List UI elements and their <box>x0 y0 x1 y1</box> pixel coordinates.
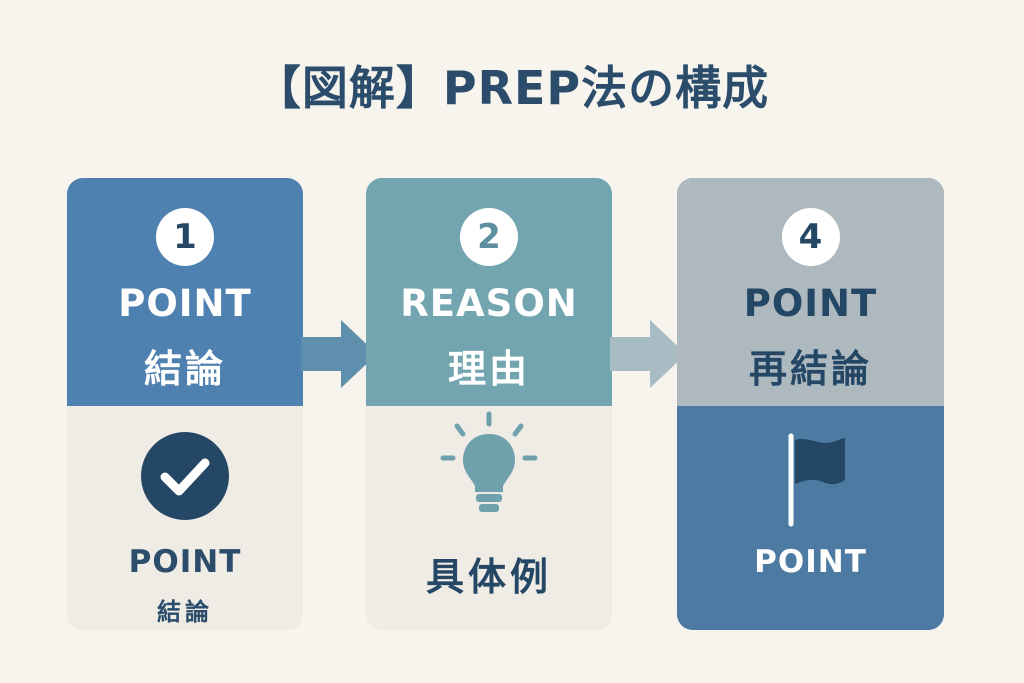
card-point-jp-label: 結論 <box>143 347 226 391</box>
card-point-bottom-jp: 結論 <box>157 598 213 626</box>
card-reason-header: 2 REASON 理由 <box>366 178 612 406</box>
card-reason: 2 REASON 理由 具体例 <box>366 178 612 630</box>
step-number-1: 1 <box>156 208 214 266</box>
card-point-conclusion-body: POINT <box>677 406 944 630</box>
lightbulb-icon <box>429 408 549 528</box>
card-reason-body: 具体例 <box>366 406 612 630</box>
card-reason-bottom-text: 具体例 <box>425 555 552 599</box>
step-number-2: 2 <box>460 208 518 266</box>
card-point-en-label: POINT <box>118 282 252 325</box>
card-point: 1 POINT 結論 POINT 結論 <box>67 178 303 630</box>
arrow-right-icon <box>610 320 686 388</box>
arrow-right-icon <box>301 320 377 388</box>
card-point-header: 1 POINT 結論 <box>67 178 303 406</box>
flag-icon <box>751 430 871 540</box>
card-point-body: POINT 結論 <box>67 406 303 630</box>
diagram-title: 【図解】PREP法の構成 <box>254 61 770 115</box>
card-point-bottom-en: POINT <box>128 544 242 580</box>
step-number-4: 4 <box>781 208 840 266</box>
card-point-conclusion-header: 4 POINT 再結論 <box>677 178 944 406</box>
check-circle-icon <box>125 430 245 540</box>
card-point-conclusion-jp-label: 再結論 <box>748 347 872 391</box>
card-point-conclusion-bottom-en: POINT <box>754 544 867 580</box>
card-reason-jp-label: 理由 <box>447 347 530 391</box>
card-point-conclusion-en-label: POINT <box>743 282 878 325</box>
card-reason-en-label: REASON <box>400 282 578 325</box>
card-point-conclusion: 4 POINT 再結論 POINT <box>677 178 944 630</box>
